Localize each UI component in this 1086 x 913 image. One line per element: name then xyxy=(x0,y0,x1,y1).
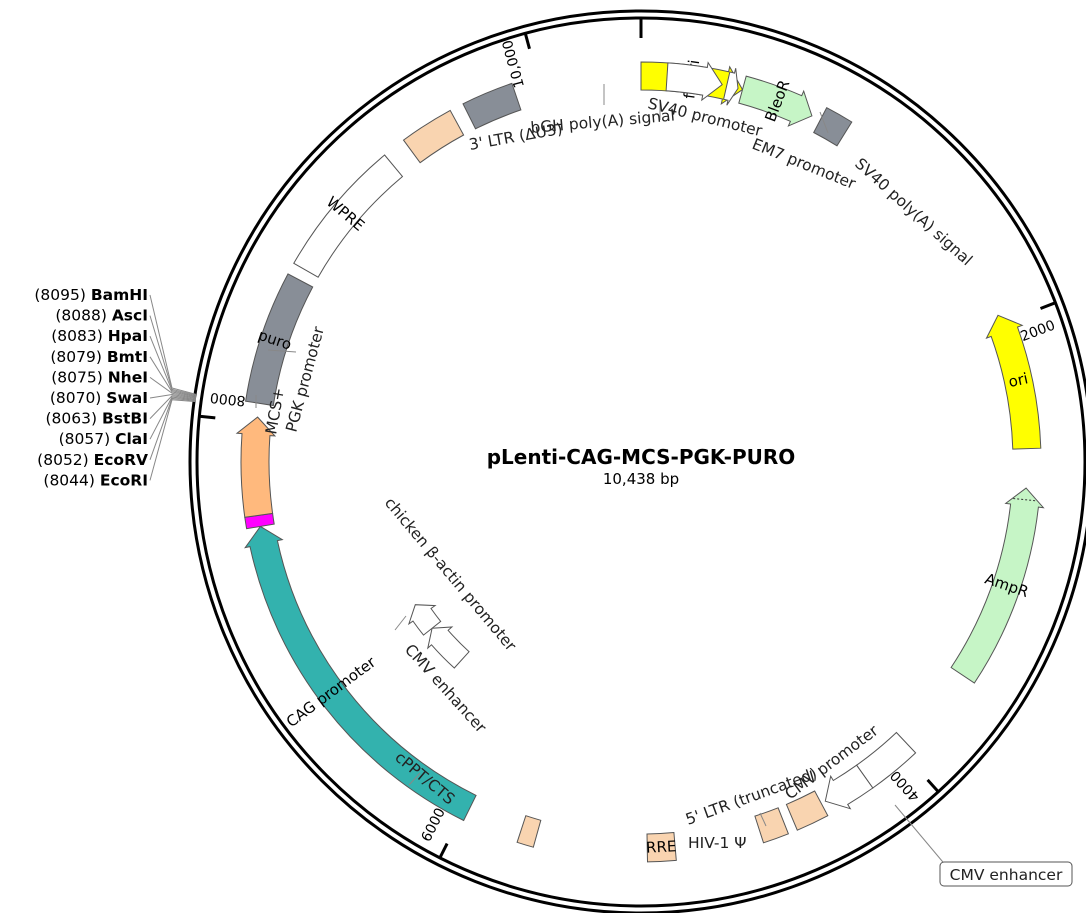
hiv1-psi-feature xyxy=(754,807,790,844)
pgk-promoter-feature xyxy=(235,416,277,518)
restriction-site-leader xyxy=(149,396,197,440)
ampr-promoter-mark xyxy=(1013,498,1038,502)
restriction-site: (8095) BamHI xyxy=(34,286,148,304)
cmv-enhancer-2-feature xyxy=(426,626,470,669)
rre-feature xyxy=(646,831,677,863)
ampr-feature xyxy=(950,487,1045,684)
tick-mark xyxy=(523,32,531,50)
wpre-feature xyxy=(293,154,404,278)
ori-feature xyxy=(985,314,1042,450)
cmv-enhancer-callout-label: CMV enhancer xyxy=(950,866,1063,884)
sv40-polya-label: SV40 poly(A) signal xyxy=(851,155,976,270)
bgh-polya-label: bGH poly(A) signal xyxy=(530,106,676,137)
restriction-site-list: (8095) BamHI (8088) AscI (8083) HpaI (8079)… xyxy=(34,286,148,489)
tick-label: 6000 xyxy=(419,805,449,844)
tick-label: 8000 xyxy=(209,389,246,409)
hiv1-psi-label: HIV-1 Ψ xyxy=(688,834,747,852)
sv40-promoter-feature xyxy=(665,61,723,102)
restriction-site-leader xyxy=(149,336,197,397)
backbone-outer-ring xyxy=(188,9,1086,913)
cmv-enhancer-callout: CMV enhancer xyxy=(939,861,1073,887)
restriction-site-leaders xyxy=(149,294,197,481)
bleor-feature xyxy=(738,75,813,127)
restriction-site-leader xyxy=(149,393,197,399)
tick-mark xyxy=(199,414,216,420)
restriction-site: (8079) BmtI xyxy=(50,348,148,366)
tick-mark xyxy=(438,842,449,859)
tick-label: 2000 xyxy=(1018,317,1057,345)
ltr5-feature xyxy=(785,790,829,831)
restriction-site-leader xyxy=(149,395,197,419)
restriction-site-leader xyxy=(149,315,197,396)
sv40-polya-feature xyxy=(813,107,853,147)
ltr3-feature xyxy=(402,109,465,164)
restriction-site-leader xyxy=(149,294,197,395)
restriction-site-leader xyxy=(149,399,197,481)
tick-mark xyxy=(1039,301,1057,310)
restriction-site: (8083) HpaI xyxy=(51,327,148,345)
restriction-site-leader xyxy=(149,376,197,399)
rre-label: RRE xyxy=(646,837,677,857)
plasmid-length: 10,438 bp xyxy=(603,470,679,488)
cmv-promoter-1-feature xyxy=(824,764,874,810)
restriction-site: (8044) EcoRI xyxy=(43,471,148,489)
restriction-site: (8052) EcoRV xyxy=(37,451,148,469)
cppt-feature xyxy=(516,815,542,848)
restriction-site: (8088) AscI xyxy=(55,307,148,325)
bgh-polya-feature xyxy=(462,82,522,130)
restriction-site: (8063) BstBI xyxy=(46,410,149,428)
restriction-site: (8057) ClaI xyxy=(59,430,148,448)
restriction-site-leader xyxy=(149,356,197,398)
em7-promoter-feature xyxy=(723,68,739,106)
chicken-actin-label: chicken β-actin promoter xyxy=(381,494,520,655)
chicken-actin-feature xyxy=(407,604,442,636)
restriction-site: (8070) SwaI xyxy=(50,389,148,407)
tick-mark xyxy=(926,778,940,793)
puro-feature xyxy=(245,273,314,407)
inner-feature-track xyxy=(407,604,470,669)
restriction-site-leader xyxy=(149,397,197,460)
em7-promoter-label: EM7 promoter xyxy=(750,135,859,193)
tick-label: 10,000 xyxy=(500,38,528,89)
restriction-site: (8075) NheI xyxy=(51,368,148,386)
plasmid-name: pLenti-CAG-MCS-PGK-PURO xyxy=(487,445,796,469)
ori-label: ori xyxy=(1007,369,1030,391)
